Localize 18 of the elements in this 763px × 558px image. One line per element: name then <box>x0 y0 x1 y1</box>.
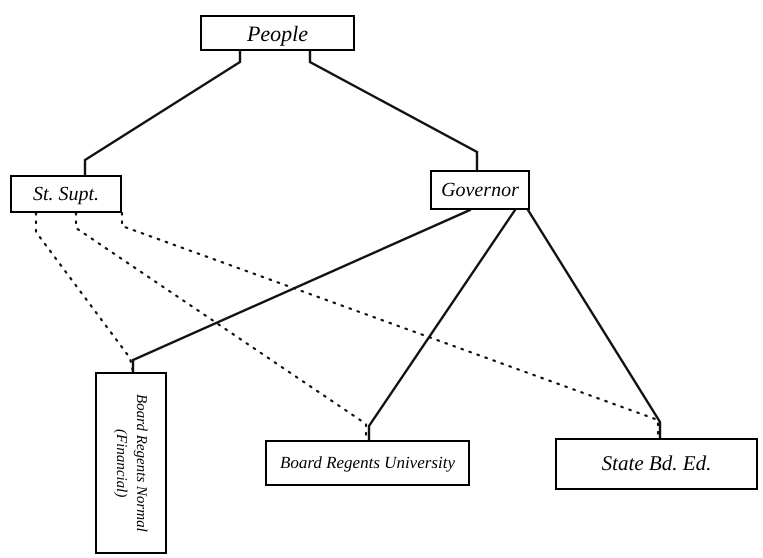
box-label: Board Regents Normal (Financial) <box>112 393 150 534</box>
box-label: Governor <box>440 178 520 203</box>
org-box <box>95 372 167 554</box>
box-label: State Bd. Ed. <box>600 450 712 478</box>
box-label: Board Regents University <box>279 453 456 473</box>
org-box <box>265 440 470 486</box>
org-box <box>555 438 758 490</box>
org-box <box>430 170 530 210</box>
dotted-line <box>34 212 134 374</box>
connector-line <box>308 50 478 172</box>
org-box <box>200 15 355 51</box>
connector-line <box>526 208 662 440</box>
connector-line <box>368 208 516 442</box>
org-box <box>10 175 122 213</box>
connector-line <box>132 208 472 374</box>
connector-line <box>84 50 242 176</box>
box-label: People <box>246 20 310 48</box>
box-label: St. Supt. <box>32 182 100 207</box>
